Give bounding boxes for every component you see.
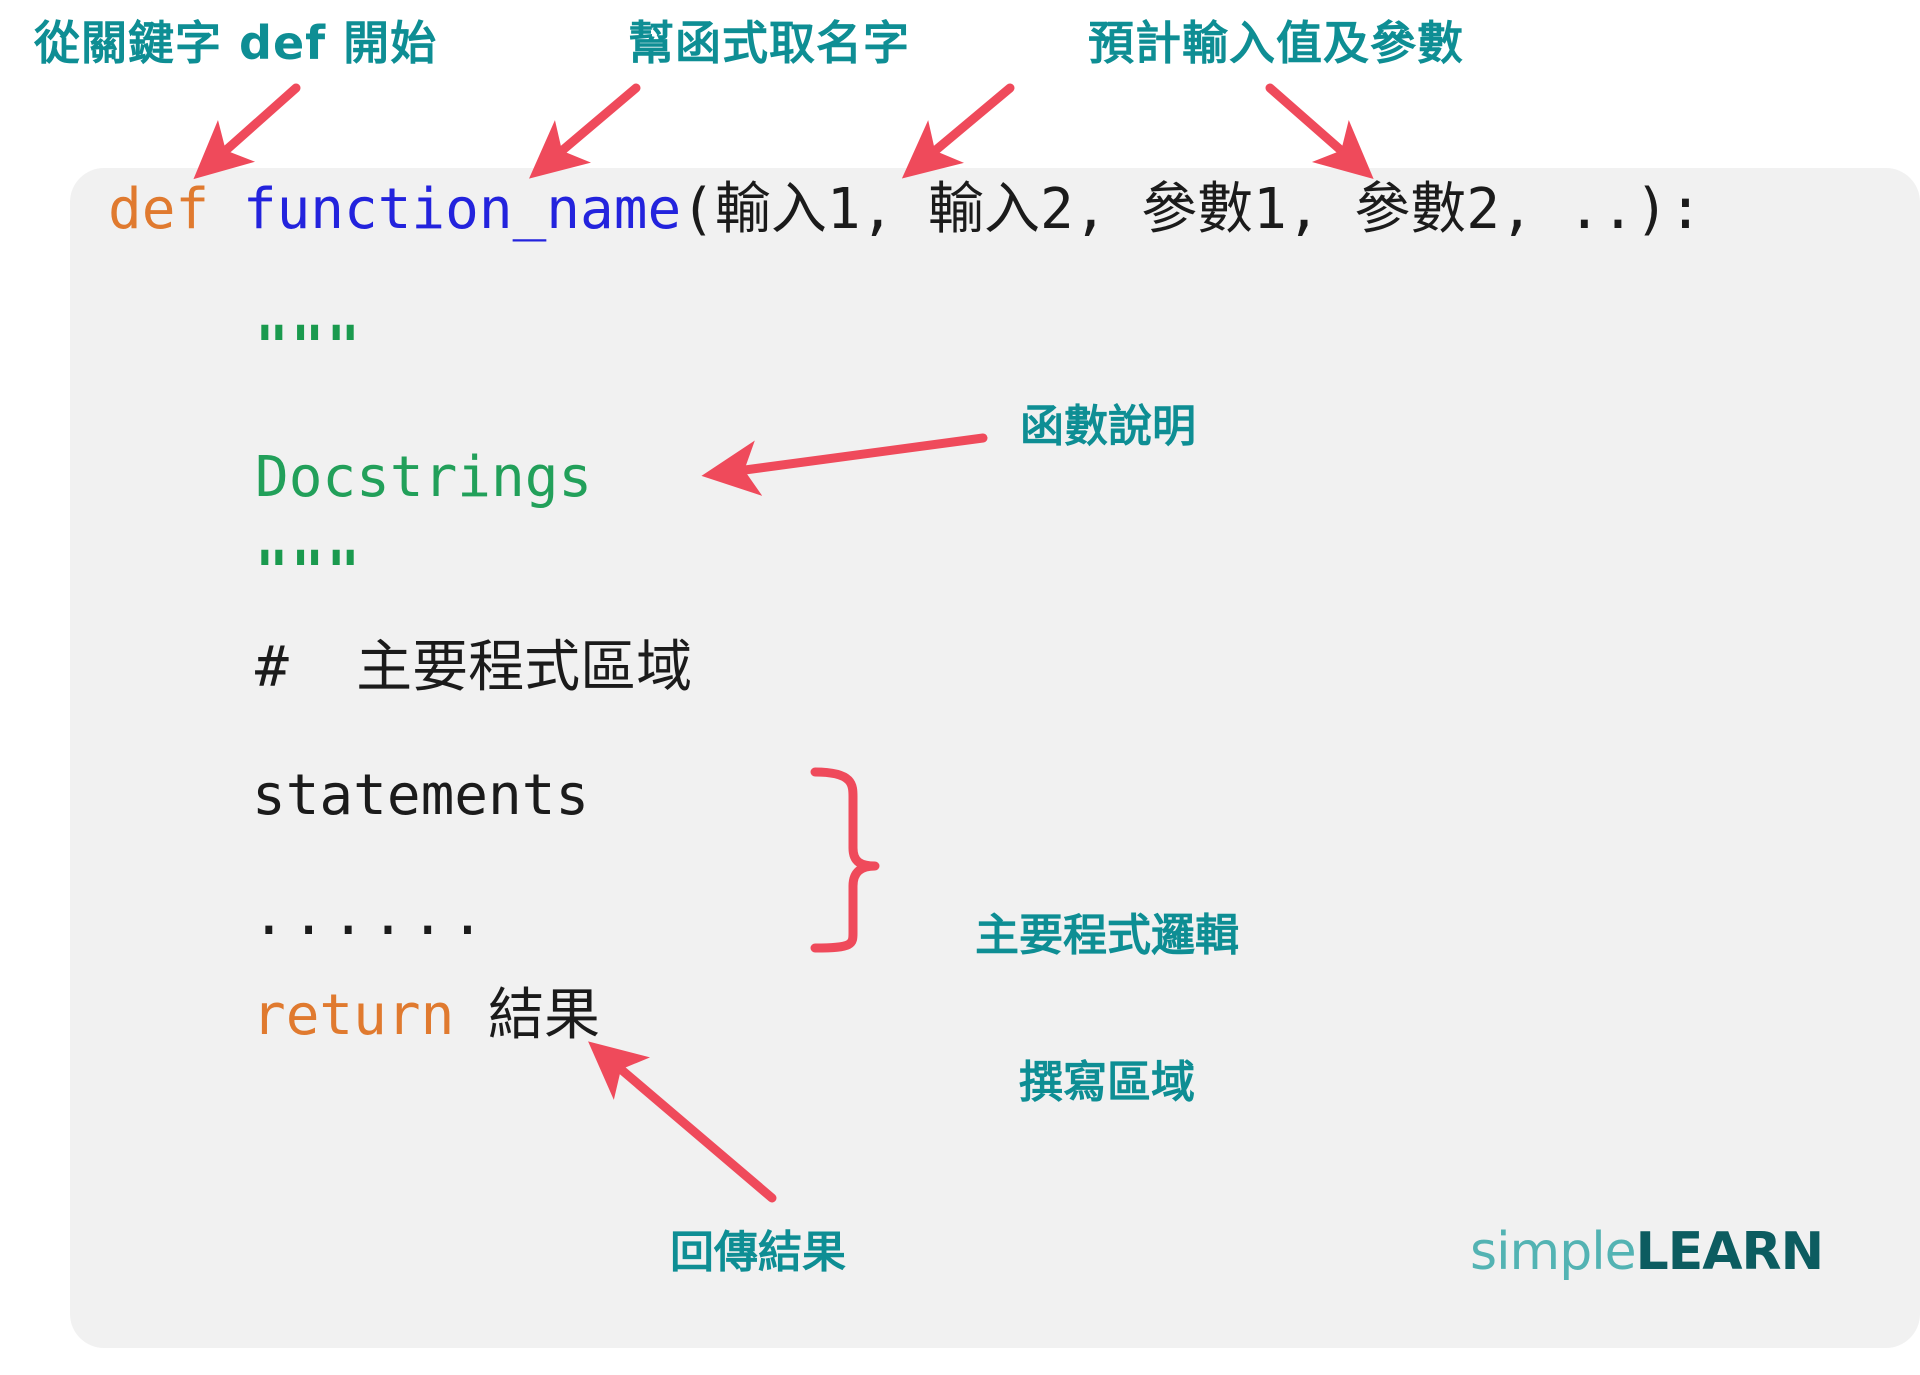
code-comment: # 主要程式區域 xyxy=(255,635,693,700)
annotation-body-line1: 主要程式邏輯 xyxy=(975,909,1239,961)
arrow-to-optional-param xyxy=(1265,83,1374,180)
annotation-keyword: 從關鍵字 def 開始 xyxy=(34,16,438,70)
code-statements: statements xyxy=(252,763,590,828)
simplelearn-logo: simpleLEARN xyxy=(1470,1222,1824,1282)
code-docstring-open: """ xyxy=(255,315,363,380)
code-card xyxy=(70,168,1920,1348)
annotation-return: 回傳結果 xyxy=(670,1227,846,1278)
annotation-function-name: 幫函式取名字 xyxy=(628,16,910,70)
arrow-to-function-name xyxy=(529,83,641,179)
code-keyword-def: def xyxy=(108,177,243,242)
code-signature-rest: (輸入1, 輸入2, 參數1, 參數2, ..): xyxy=(681,177,1703,242)
code-line-return: return 結果 xyxy=(252,988,600,1044)
annotation-docstring: 函數說明 xyxy=(1020,401,1196,452)
code-ellipsis: ...... xyxy=(252,883,491,948)
annotation-body-block: 主要程式邏輯 撰寫區域 xyxy=(975,812,1239,1206)
arrow-to-keyword xyxy=(193,83,301,180)
logo-text-learn: LEARN xyxy=(1635,1222,1824,1282)
logo-text-simple: simple xyxy=(1470,1222,1637,1282)
code-function-name: function_name xyxy=(242,177,682,242)
annotation-parameters: 預計輸入值及參數 xyxy=(1088,16,1464,70)
code-docstring-close: """ xyxy=(255,540,363,605)
arrow-to-input-param xyxy=(901,83,1015,179)
code-docstring-body: Docstrings xyxy=(255,445,593,510)
annotation-body-line2: 撰寫區域 xyxy=(1019,1057,1195,1109)
code-keyword-return: return xyxy=(252,983,455,1048)
code-return-value: 結果 xyxy=(454,983,601,1048)
code-line-def: def function_name(輸入1, 輸入2, 參數1, 參數2, ..… xyxy=(108,182,1702,238)
